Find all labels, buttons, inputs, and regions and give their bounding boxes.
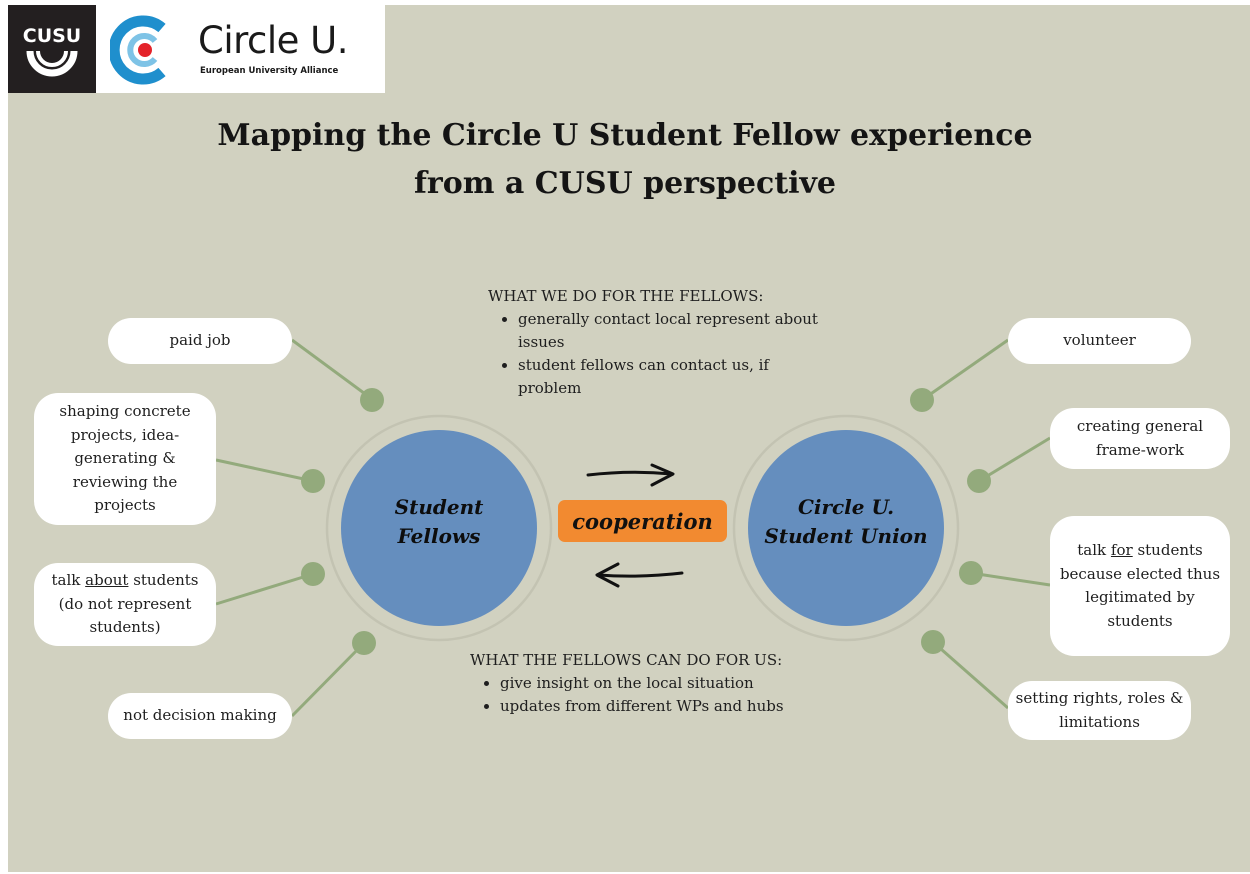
pill-talk-for-text-start: talk bbox=[1077, 541, 1111, 559]
pill-talk-about-underlined: about bbox=[85, 571, 129, 590]
student-fellows-label: Student Fellows bbox=[349, 493, 529, 551]
title-line-2: from a CUSU perspective bbox=[414, 166, 836, 201]
pill-paid-job-text: paid job bbox=[169, 331, 231, 350]
pill-shaping-projects-text: shaping concrete projects, idea-generati… bbox=[59, 402, 191, 515]
what-we-do-item: generally contact local represent about … bbox=[518, 308, 818, 354]
pill-talk-about-text-end: students (do not represent students) bbox=[58, 571, 199, 637]
pill-paid-job: paid job bbox=[108, 318, 292, 364]
dot-framework bbox=[967, 469, 991, 493]
connector-volunteer bbox=[921, 338, 1009, 402]
arrow-right-icon bbox=[586, 463, 675, 487]
pill-setting-rights-text: setting rights, roles & limitations bbox=[1015, 689, 1184, 731]
arrow-left-icon bbox=[595, 562, 684, 588]
student-union-label-line-1: Circle U. bbox=[797, 495, 895, 519]
title-line-1: Mapping the Circle U Student Fellow expe… bbox=[217, 118, 1033, 153]
pill-talk-about-text-start: talk bbox=[51, 571, 86, 590]
pill-volunteer: volunteer bbox=[1008, 318, 1191, 364]
pill-talk-about-students: talk about students (do not represent st… bbox=[34, 563, 216, 646]
pill-not-decision-making-text: not decision making bbox=[123, 706, 277, 725]
dot-talk-about bbox=[301, 562, 325, 586]
pill-volunteer-text: volunteer bbox=[1063, 331, 1136, 350]
what-we-do-heading: WHAT WE DO FOR THE FELLOWS: bbox=[488, 287, 764, 305]
connector-paid-job bbox=[291, 338, 373, 401]
cusu-logo: CUSU bbox=[8, 5, 96, 93]
pill-not-decision-making: not decision making bbox=[108, 693, 292, 739]
dot-rights bbox=[921, 630, 945, 654]
circle-u-tagline: European University Alliance bbox=[200, 66, 339, 76]
what-fellows-do-heading: WHAT THE FELLOWS CAN DO FOR US: bbox=[470, 651, 783, 669]
dot-shaping bbox=[301, 469, 325, 493]
dot-talk-for bbox=[959, 561, 983, 585]
pill-shaping-projects: shaping concrete projects, idea-generati… bbox=[34, 393, 216, 525]
student-fellows-hub bbox=[341, 430, 537, 626]
pill-setting-rights: setting rights, roles & limitations bbox=[1008, 681, 1191, 740]
student-union-label-line-2: Student Union bbox=[764, 524, 928, 548]
student-fellows-label-line-1: Student bbox=[394, 495, 484, 519]
cusu-smile-icon: CUSU bbox=[23, 25, 81, 77]
pill-creating-framework: creating general frame-work bbox=[1050, 408, 1230, 469]
what-we-do-item: student fellows can contact us, if probl… bbox=[518, 354, 818, 400]
dot-volunteer bbox=[910, 388, 934, 412]
what-fellows-do-list: give insight on the local situation upda… bbox=[470, 672, 850, 718]
connector-shaping bbox=[215, 458, 314, 483]
connector-not-decision bbox=[290, 641, 366, 718]
dot-paid-job bbox=[360, 388, 384, 412]
student-union-label: Circle U. Student Union bbox=[750, 493, 942, 551]
what-we-do-section: WHAT WE DO FOR THE FELLOWS: generally co… bbox=[488, 285, 818, 400]
student-fellows-label-line-2: Fellows bbox=[397, 524, 481, 548]
what-fellows-do-item: give insight on the local situation bbox=[500, 672, 850, 695]
what-fellows-do-section: WHAT THE FELLOWS CAN DO FOR US: give ins… bbox=[470, 649, 850, 718]
what-we-do-list: generally contact local represent about … bbox=[488, 308, 818, 400]
connector-framework bbox=[978, 436, 1051, 483]
cooperation-badge: cooperation bbox=[558, 500, 727, 542]
pill-creating-framework-text: creating general frame-work bbox=[1076, 417, 1204, 459]
cusu-logo-text: CUSU bbox=[23, 25, 81, 47]
connector-rights bbox=[932, 640, 1009, 710]
pill-talk-for-text-end: students because elected thus legitimate… bbox=[1059, 541, 1221, 630]
pill-talk-for-underlined: for bbox=[1110, 541, 1133, 559]
pill-talk-for-students: talk for students because elected thus l… bbox=[1050, 516, 1230, 656]
circle-u-emblem-icon bbox=[110, 15, 166, 85]
what-fellows-do-item: updates from different WPs and hubs bbox=[500, 695, 850, 718]
connector-talk-about bbox=[215, 572, 314, 606]
student-union-hub-ring bbox=[732, 414, 960, 642]
student-union-hub bbox=[748, 430, 944, 626]
connector-talk-for bbox=[970, 571, 1051, 587]
student-fellows-hub-ring bbox=[325, 414, 553, 642]
dot-not-decision bbox=[352, 631, 376, 655]
circle-u-wordmark: Circle U. bbox=[198, 19, 349, 62]
